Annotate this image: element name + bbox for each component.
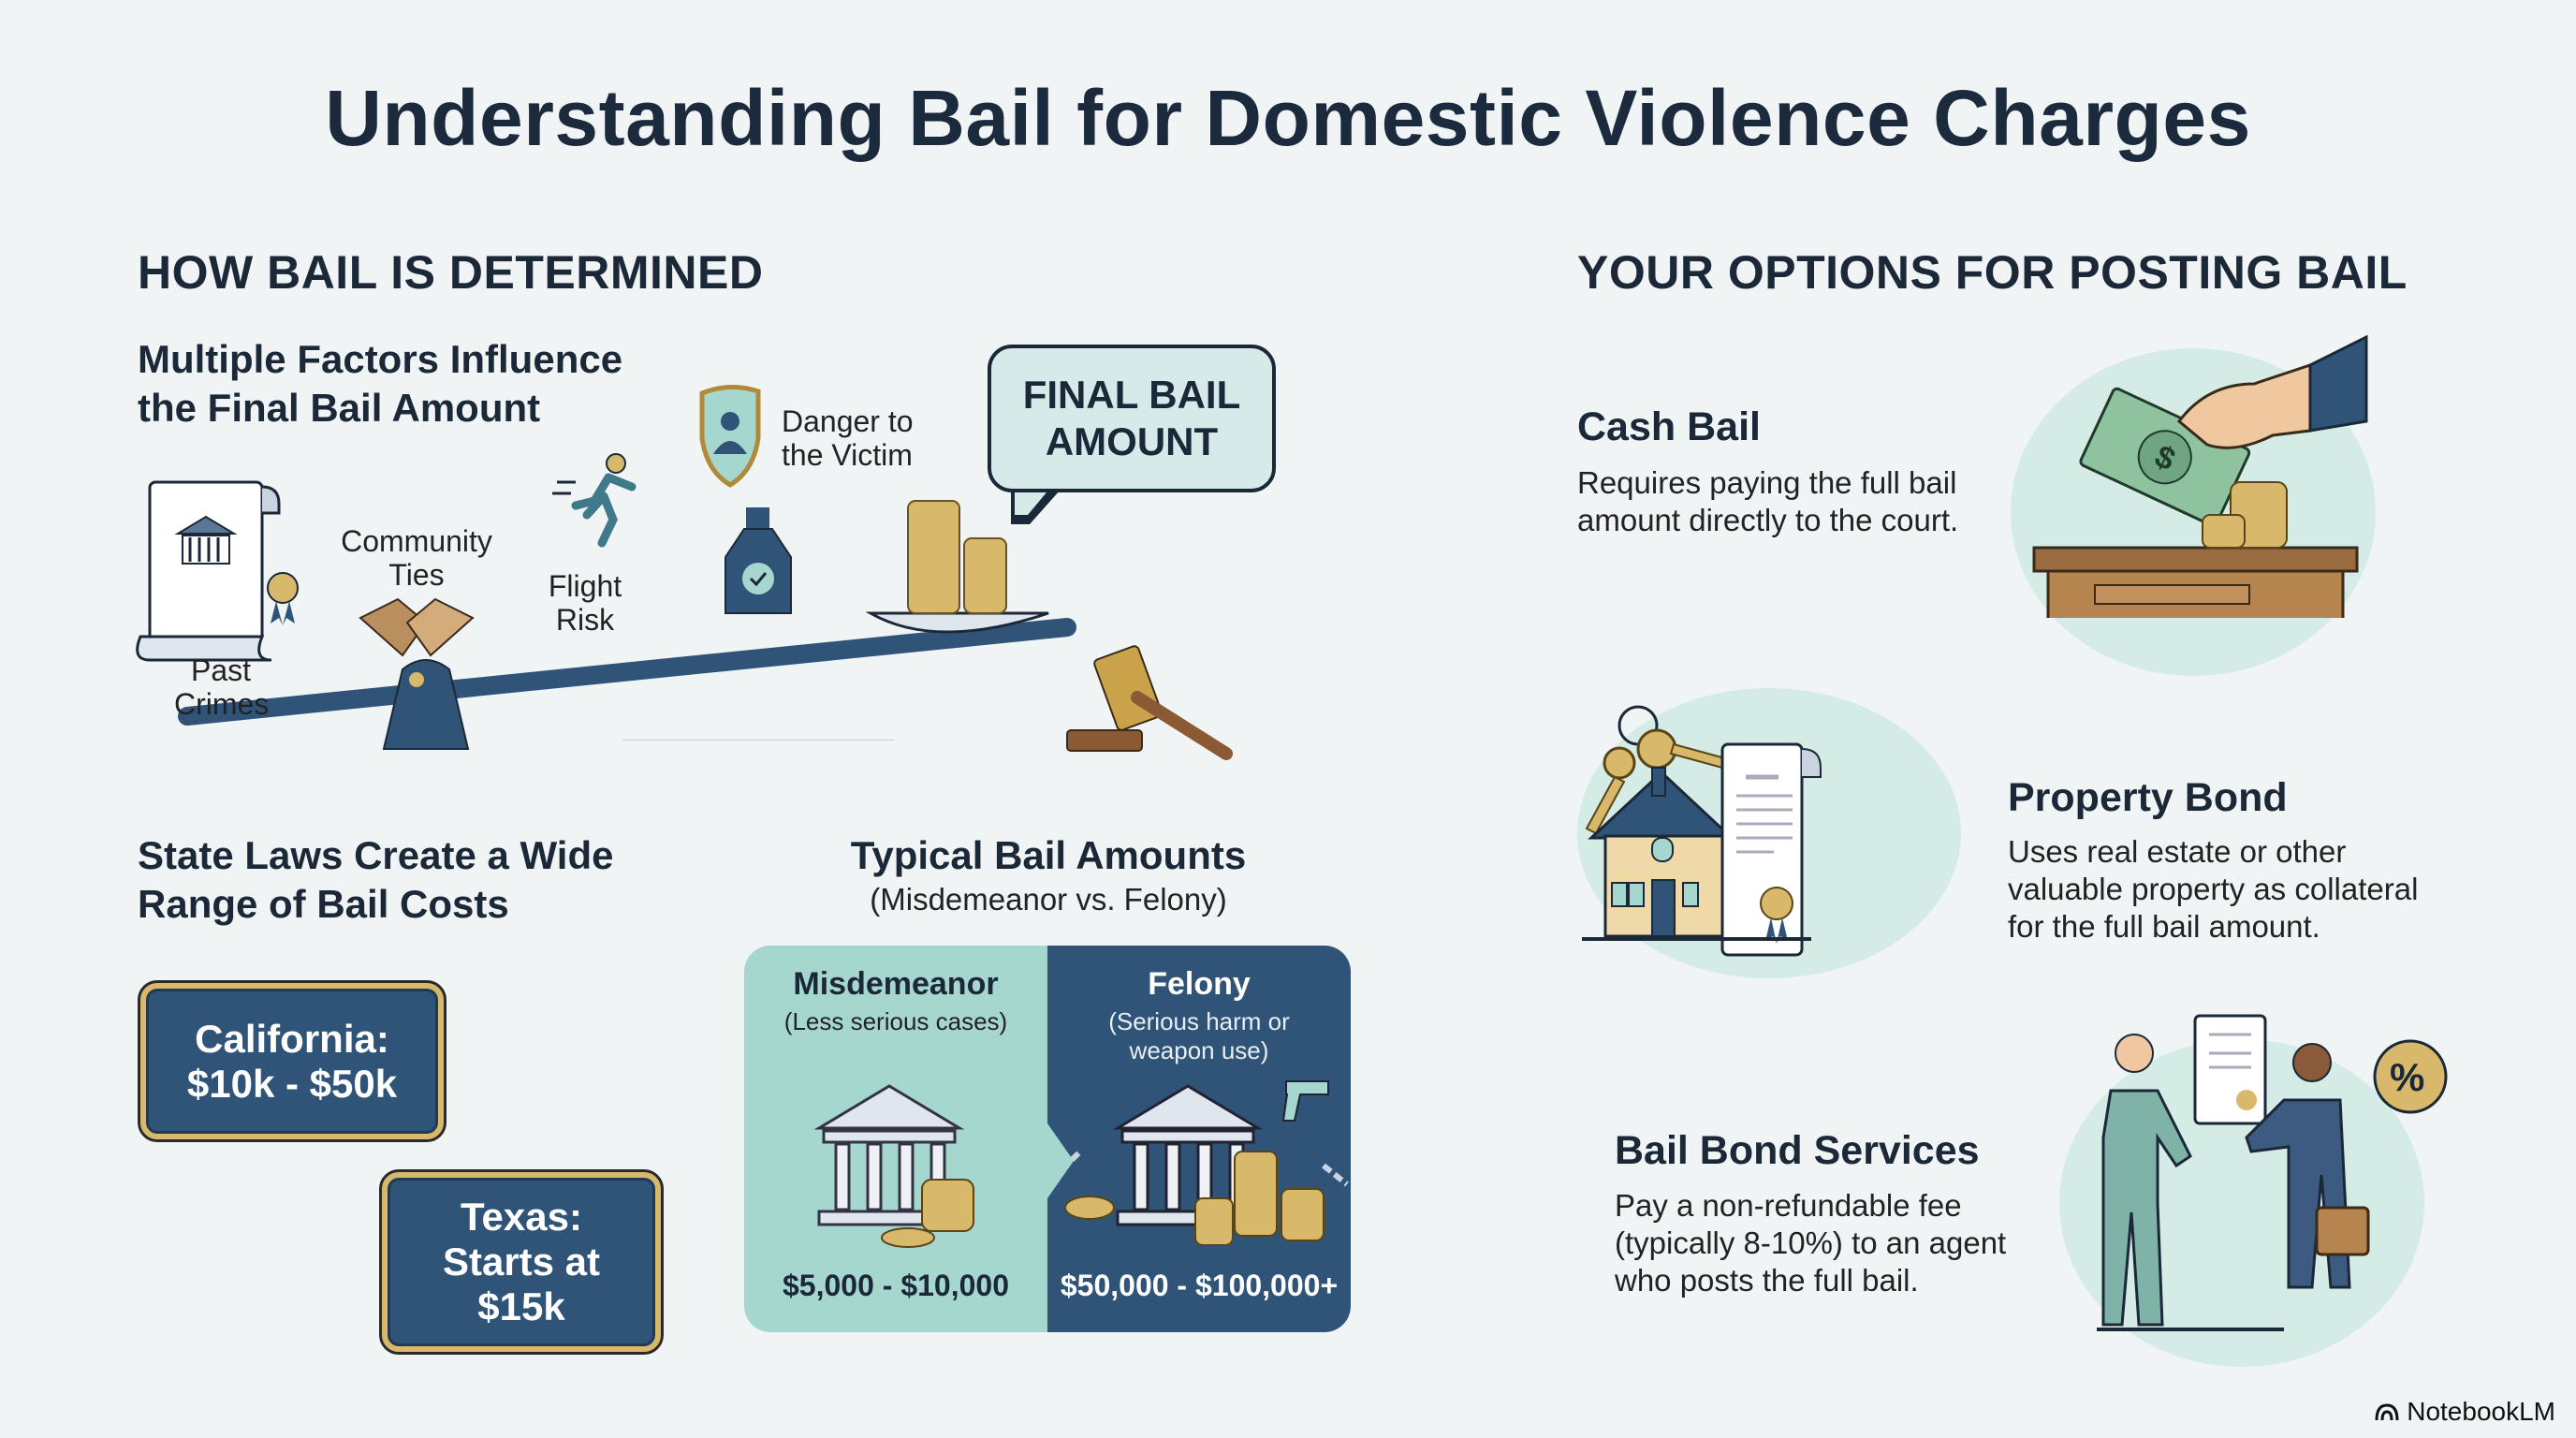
misdemeanor-subtitle: (Less serious cases) — [783, 1007, 1008, 1035]
weight-icon — [724, 507, 792, 614]
bail-bond-illustration: % — [2097, 1014, 2448, 1331]
factors-heading: Multiple Factors Influence the Final Bai… — [138, 335, 622, 433]
texas-amount: $15k — [477, 1284, 565, 1328]
description-line: amount directly to the court. — [1577, 503, 1959, 537]
california-label: California: — [195, 1016, 389, 1061]
factor-danger-victim-label: Danger to the Victim — [782, 404, 931, 472]
description-line: Requires paying the full bail — [1577, 465, 1957, 500]
bubble-line1: FINAL BAIL — [1022, 373, 1241, 417]
cash-bail-illustration: $ — [2032, 334, 2368, 618]
gavel-icon — [1066, 645, 1233, 760]
texas-label: Texas: — [461, 1195, 582, 1239]
factor-label-line1: Past — [190, 653, 252, 687]
hand-icon — [2176, 362, 2312, 449]
scale-beam — [178, 618, 1076, 726]
courthouse-gun-coins-icon — [1049, 1080, 1349, 1246]
factor-label-line1: Community — [341, 524, 492, 558]
gun-icon — [1281, 1080, 1329, 1122]
factor-label-line1: Flight — [548, 569, 622, 603]
felony-panel: Felony (Serious harm or weapon use) $50,… — [1047, 946, 1351, 1332]
document-icon — [2193, 1014, 2267, 1125]
scale-pan — [865, 611, 1049, 634]
description-line: valuable property as collateral — [2008, 872, 2419, 906]
description-line: who posts the full bail. — [1615, 1263, 1919, 1298]
factor-label-line1: Danger to — [782, 404, 914, 438]
factor-label-line2: Ties — [388, 558, 445, 592]
section-title-how-bail: HOW BAIL IS DETERMINED — [138, 246, 764, 299]
felony-subtitle-line1: (Serious harm or — [1108, 1007, 1290, 1035]
factors-heading-line2: the Final Bail Amount — [138, 386, 541, 430]
desk-icon — [2032, 546, 2359, 573]
bail-bond-services-description: Pay a non-refundable fee (typically 8-10… — [1615, 1187, 2006, 1299]
description-line: (typically 8-10%) to an agent — [1615, 1225, 2007, 1260]
factor-label-line2: Crimes — [174, 687, 270, 721]
typical-bail-heading: Typical Bail Amounts — [850, 833, 1247, 877]
cash-bail-description: Requires paying the full bail amount dir… — [1577, 464, 1958, 539]
texas-line2: Starts at — [442, 1240, 601, 1284]
final-bail-amount-bubble: FINAL BAIL AMOUNT — [988, 345, 1276, 492]
state-laws-heading-line2: Range of Bail Costs — [138, 882, 509, 926]
property-bond-title: Property Bond — [2008, 775, 2288, 820]
svg-text:%: % — [2390, 1055, 2424, 1099]
description-line: for the full bail amount. — [2008, 909, 2320, 944]
factor-past-crimes-label: Past Crimes — [174, 653, 270, 721]
comparison-panel: Misdemeanor (Less serious cases) $5,000 … — [744, 946, 1351, 1332]
notebooklm-logo-icon — [2375, 1403, 2399, 1421]
description-line: Uses real estate or other — [2008, 834, 2347, 869]
person-left-icon — [2101, 1034, 2192, 1327]
typical-bail-subheading: (Misdemeanor vs. Felony) — [870, 882, 1227, 917]
state-laws-heading: State Laws Create a Wide Range of Bail C… — [138, 831, 613, 929]
felony-subtitle-line2: weapon use) — [1129, 1036, 1269, 1064]
briefcase-icon — [2315, 1206, 2370, 1256]
brand-name: NotebookLM — [2407, 1397, 2555, 1426]
factor-label-line2: Risk — [555, 603, 615, 637]
cash-bail-title: Cash Bail — [1577, 404, 1761, 449]
shield-person-icon — [699, 385, 761, 488]
felony-amount: $50,000 - $100,000+ — [1060, 1269, 1339, 1302]
bail-bond-services-title: Bail Bond Services — [1615, 1128, 1980, 1173]
person-right-icon — [2245, 1043, 2370, 1289]
house-icon — [1588, 767, 1735, 938]
property-bond-illustration — [1582, 705, 1822, 957]
factor-label-line2: the Victim — [782, 438, 913, 472]
running-person-icon — [552, 453, 637, 548]
section-title-options: YOUR OPTIONS FOR POSTING BAIL — [1577, 246, 2408, 299]
texas-plaque: Texas: Starts at $15k — [379, 1169, 664, 1355]
misdemeanor-amount: $5,000 - $10,000 — [783, 1269, 1009, 1302]
courthouse-coins-icon — [813, 1084, 974, 1248]
scale-illustration — [136, 385, 1233, 760]
factor-flight-risk-label: Flight Risk — [538, 569, 632, 637]
felony-title: Felony — [1148, 966, 1251, 1002]
footer-brand: NotebookLM — [2375, 1397, 2555, 1427]
handshake-icon — [359, 597, 475, 657]
scale-fulcrum — [382, 659, 470, 750]
percent-bubble-icon: % — [2373, 1039, 2448, 1114]
california-plaque: California: $10k - $50k — [138, 980, 446, 1142]
factors-heading-line1: Multiple Factors Influence — [138, 337, 623, 381]
california-range: $10k - $50k — [186, 1061, 398, 1106]
coin-stack-icon — [907, 500, 1007, 614]
factor-community-ties-label: Community Ties — [332, 524, 501, 592]
deed-document-icon — [1720, 742, 1822, 957]
misdemeanor-panel: Misdemeanor (Less serious cases) $5,000 … — [744, 946, 1047, 1332]
felony-subtitle: (Serious harm or weapon use) — [1047, 1007, 1351, 1065]
description-line: Pay a non-refundable fee — [1615, 1188, 1962, 1223]
property-bond-description: Uses real estate or other valuable prope… — [2008, 833, 2418, 946]
seal-icon — [1760, 887, 1793, 920]
panel-notch — [1047, 1123, 1074, 1198]
page-title: Understanding Bail for Domestic Violence… — [325, 74, 2251, 162]
scroll-courthouse-icon — [136, 480, 299, 662]
state-laws-heading-line1: State Laws Create a Wide — [138, 833, 614, 877]
misdemeanor-title: Misdemeanor — [793, 966, 999, 1002]
bubble-line2: AMOUNT — [1045, 419, 1219, 463]
